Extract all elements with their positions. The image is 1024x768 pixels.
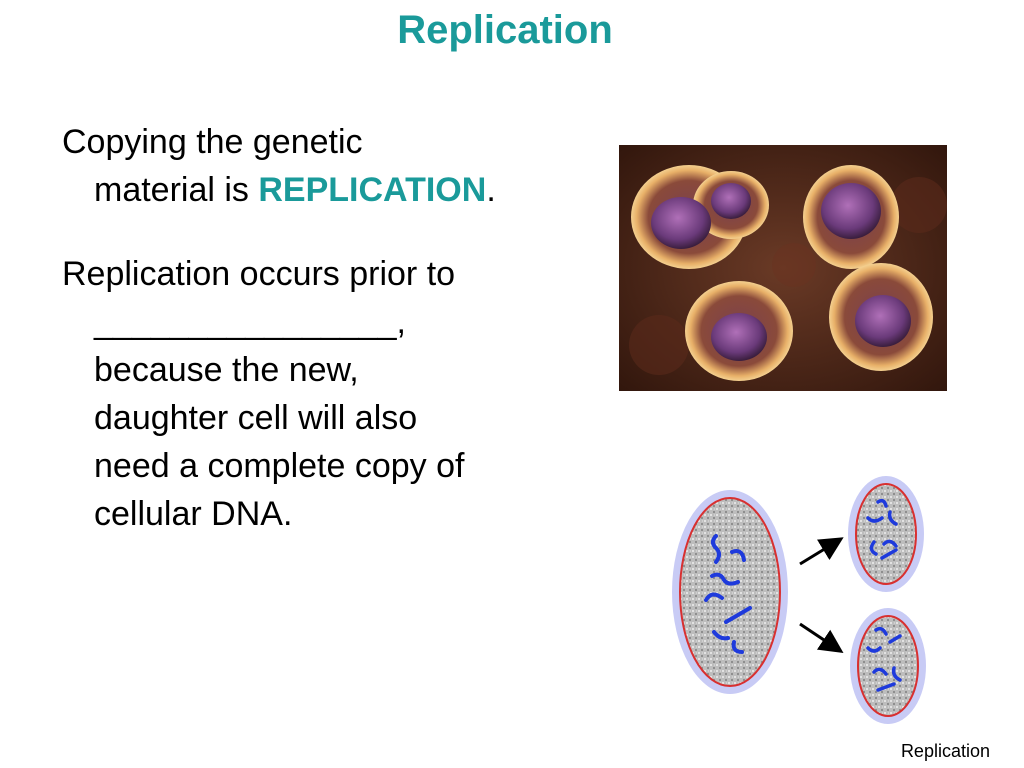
paragraph-replication-definition: Copying the genetic material is REPLICAT…	[62, 118, 582, 214]
daughter-cell-bottom	[850, 608, 926, 724]
para1-line2: material is REPLICATION.	[62, 166, 582, 214]
footer-label: Replication	[900, 741, 990, 761]
arrow-down	[799, 622, 844, 653]
chromosomes	[704, 534, 752, 654]
para2-line6: cellular DNA.	[94, 495, 293, 533]
para2-line1: Replication occurs prior to	[62, 255, 456, 293]
slide-title: Replication	[397, 8, 613, 52]
cell-division-diagram	[672, 476, 926, 724]
dividing-cells-photo	[619, 145, 947, 391]
para2-line5: need a complete copy of	[94, 447, 465, 485]
para1-suffix: .	[486, 171, 496, 209]
para2-line2-blank: ________________,	[94, 303, 406, 341]
paragraph-replication-timing: Replication occurs prior to ____________…	[62, 250, 582, 538]
parent-cell	[672, 490, 788, 694]
arrow-up	[799, 537, 844, 566]
para2-line3: because the new,	[94, 351, 359, 389]
slide-body: Copying the genetic material is REPLICAT…	[62, 118, 582, 574]
daughter-cell-top	[848, 476, 924, 592]
replication-keyword: REPLICATION	[258, 171, 487, 209]
para1-prefix: material is	[94, 171, 259, 209]
para1-line1: Copying the genetic	[62, 123, 363, 161]
para2-line4: daughter cell will also	[94, 399, 418, 437]
